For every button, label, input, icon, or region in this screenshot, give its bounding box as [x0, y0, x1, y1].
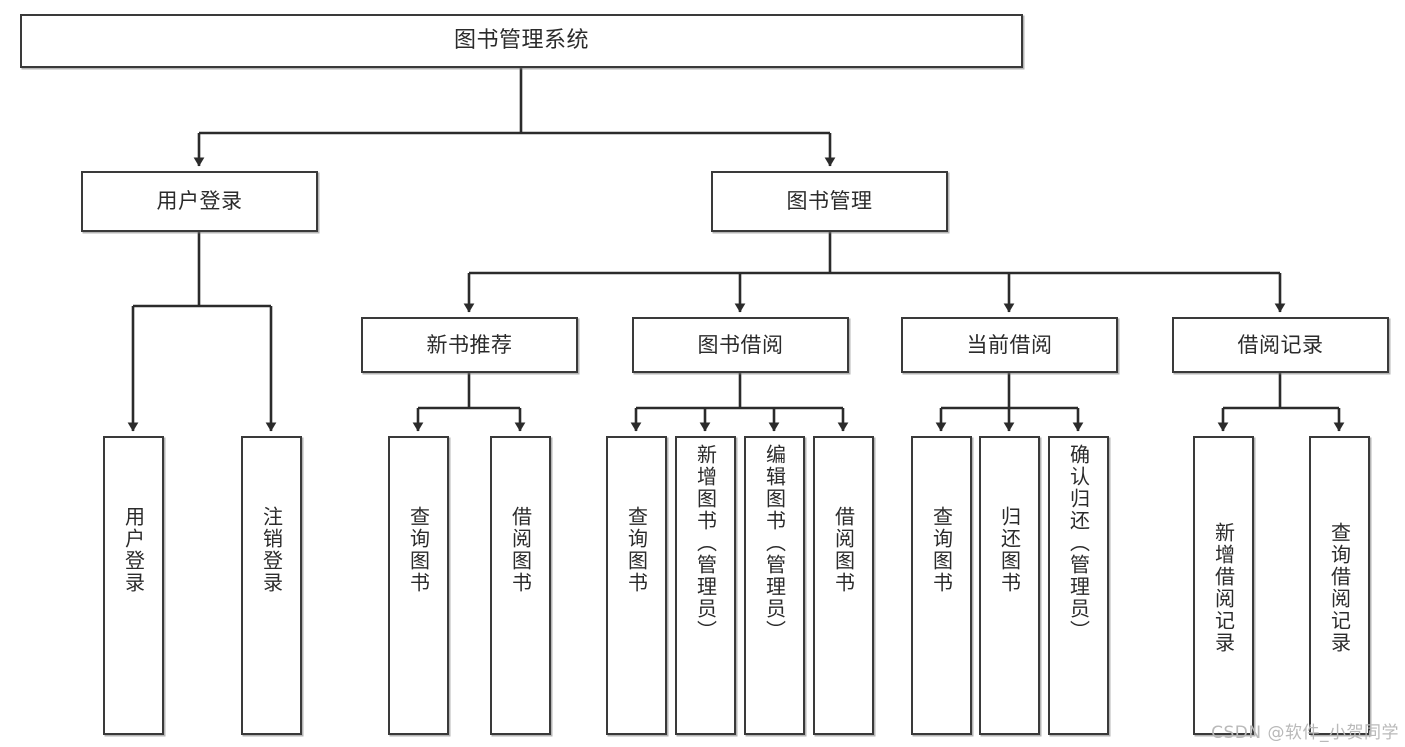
node-leaf-return-book-label: 归还图书	[997, 506, 1022, 594]
node-leaf-logout-label: 注销登录	[259, 506, 284, 594]
node-leaf-query-book-3[interactable]: 查询图书	[911, 436, 972, 735]
node-leaf-query-book-3-label: 查询图书	[929, 506, 954, 594]
node-leaf-query-book-1-label: 查询图书	[406, 506, 431, 594]
node-current-borrow-label: 当前借阅	[966, 332, 1053, 357]
node-leaf-add-book-label: 新增图书（管理员）	[693, 444, 718, 642]
node-leaf-add-record-label: 新增借阅记录	[1211, 522, 1236, 654]
node-new-book-rec[interactable]: 新书推荐	[361, 317, 578, 373]
node-book-borrow[interactable]: 图书借阅	[632, 317, 849, 373]
node-user-login-label: 用户登录	[156, 189, 243, 214]
node-leaf-user-login-label: 用户登录	[121, 506, 146, 594]
node-leaf-query-record[interactable]: 查询借阅记录	[1309, 436, 1370, 735]
node-leaf-borrow-book-2-label: 借阅图书	[831, 506, 856, 594]
node-leaf-query-record-label: 查询借阅记录	[1327, 522, 1352, 654]
node-user-login[interactable]: 用户登录	[81, 171, 318, 232]
node-leaf-edit-book-label: 编辑图书（管理员）	[762, 444, 787, 642]
node-book-borrow-label: 图书借阅	[697, 332, 784, 357]
node-leaf-return-book[interactable]: 归还图书	[979, 436, 1040, 735]
node-borrow-record-label: 借阅记录	[1237, 332, 1324, 357]
node-leaf-query-book-2-label: 查询图书	[624, 506, 649, 594]
node-leaf-edit-book[interactable]: 编辑图书（管理员）	[744, 436, 805, 735]
node-leaf-query-book-2[interactable]: 查询图书	[606, 436, 667, 735]
node-leaf-borrow-book-2[interactable]: 借阅图书	[813, 436, 874, 735]
node-current-borrow[interactable]: 当前借阅	[901, 317, 1118, 373]
node-new-book-rec-label: 新书推荐	[426, 332, 513, 357]
node-leaf-logout[interactable]: 注销登录	[241, 436, 302, 735]
node-leaf-query-book-1[interactable]: 查询图书	[388, 436, 449, 735]
node-leaf-add-book[interactable]: 新增图书（管理员）	[675, 436, 736, 735]
watermark-text: CSDN @软件_小贺同学	[1211, 723, 1399, 743]
node-leaf-borrow-book-1-label: 借阅图书	[508, 506, 533, 594]
node-borrow-record[interactable]: 借阅记录	[1172, 317, 1389, 373]
node-leaf-add-record[interactable]: 新增借阅记录	[1193, 436, 1254, 735]
node-leaf-confirm-return-label: 确认归还（管理员）	[1066, 444, 1091, 642]
node-book-manage[interactable]: 图书管理	[711, 171, 948, 232]
node-root[interactable]: 图书管理系统	[20, 14, 1023, 68]
node-leaf-borrow-book-1[interactable]: 借阅图书	[490, 436, 551, 735]
node-leaf-confirm-return[interactable]: 确认归还（管理员）	[1048, 436, 1109, 735]
node-leaf-user-login[interactable]: 用户登录	[103, 436, 164, 735]
node-root-label: 图书管理系统	[453, 28, 589, 54]
node-book-manage-label: 图书管理	[786, 189, 873, 214]
